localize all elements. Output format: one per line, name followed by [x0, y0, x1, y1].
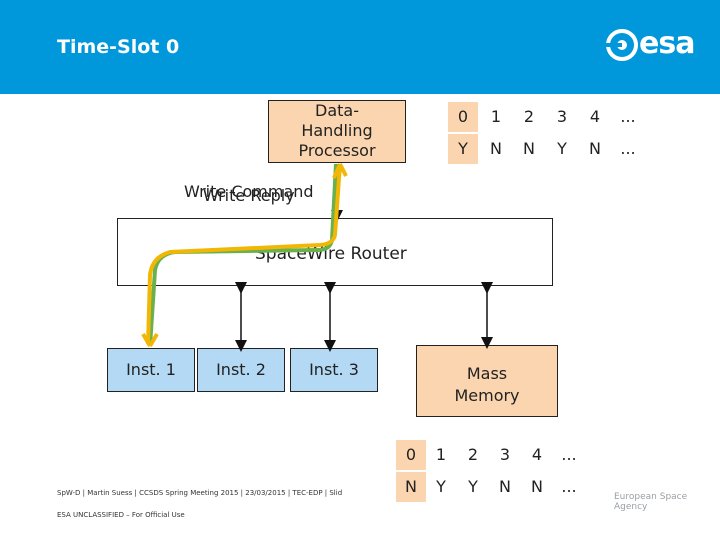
schedule-top-slot: 1	[490, 107, 502, 126]
write-command-path	[148, 163, 338, 347]
mass-line-2: Memory	[454, 386, 520, 405]
footer-text: SpW-D | Martin Suess | CCSDS Spring Meet…	[57, 489, 343, 497]
agency-name: European Space Agency	[614, 492, 688, 512]
schedule-bottom-slot: 0	[396, 440, 426, 470]
schedule-top-flag: Y	[448, 134, 478, 164]
slide-title: Time-Slot 0	[57, 36, 180, 58]
header-bar	[0, 0, 720, 94]
classification-label: ESA UNCLASSIFIED – For Official Use	[57, 511, 185, 519]
schedule-top-flag: N	[490, 139, 502, 158]
mass-memory: Mass Memory	[416, 345, 558, 417]
schedule-top-slot: ...	[620, 107, 636, 126]
esa-logo-icon	[605, 29, 638, 61]
schedule-bottom-slot: ...	[561, 445, 577, 464]
data-handling-processor: Data- Handling Processor	[268, 100, 406, 163]
schedule-bottom-flag: ...	[561, 477, 577, 496]
schedule-bottom-flag: N	[499, 477, 511, 496]
processor-line-1: Data-	[315, 101, 359, 120]
schedule-bottom-slot: 3	[499, 445, 511, 464]
reply-arrowhead	[141, 332, 159, 348]
schedule-bottom-flag: Y	[468, 477, 478, 496]
schedule-top-slot: 3	[556, 107, 568, 126]
schedule-bottom-slot: 1	[435, 445, 447, 464]
schedule-top-slot: 2	[523, 107, 535, 126]
schedule-top-flag: N	[523, 139, 535, 158]
instrument-1: Inst. 1	[107, 348, 195, 392]
mass-line-1: Mass	[466, 364, 508, 383]
schedule-bottom-flag: Y	[436, 477, 446, 496]
processor-line-3: Processor	[298, 141, 376, 160]
schedule-top-flag: N	[589, 139, 601, 158]
schedule-bottom-slot: 4	[531, 445, 543, 464]
schedule-top-flag: ...	[620, 139, 636, 158]
schedule-bottom-flag: N	[396, 472, 426, 502]
schedule-bottom-flag: N	[531, 477, 543, 496]
schedule-top-slot: 0	[448, 102, 478, 132]
write-reply-label: Write Reply	[203, 186, 295, 205]
esa-logo: esa	[605, 26, 705, 64]
schedule-bottom-slot: 2	[467, 445, 479, 464]
write-reply-path	[146, 163, 348, 345]
write-command-label: Write Command	[184, 182, 314, 201]
esa-logo-text: esa	[639, 26, 695, 61]
schedule-top-flag: Y	[557, 139, 567, 158]
instrument-2: Inst. 2	[197, 348, 285, 392]
processor-line-2: Handling	[301, 121, 373, 140]
schedule-top-slot: 4	[589, 107, 601, 126]
instrument-3: Inst. 3	[290, 348, 378, 392]
